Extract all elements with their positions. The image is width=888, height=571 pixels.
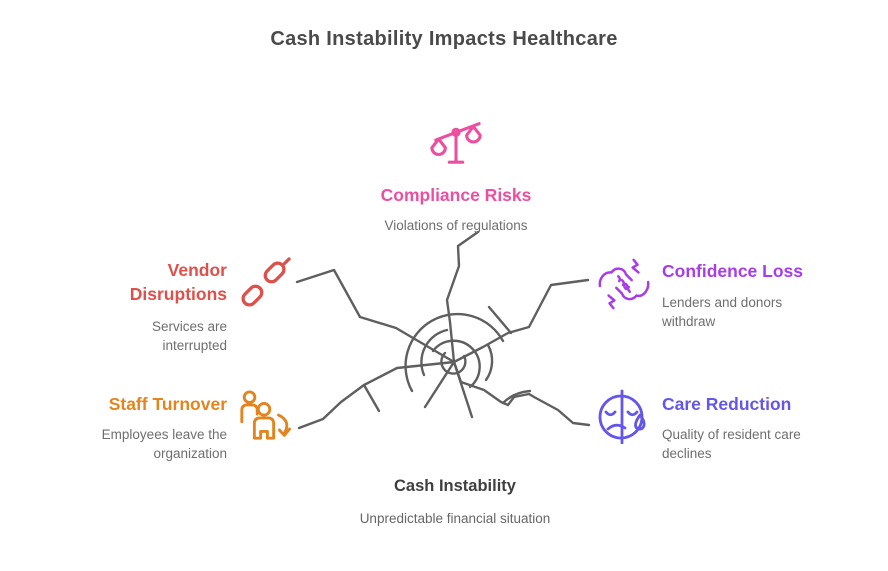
node-title-vendor-disruptions: Vendor Disruptions bbox=[129, 260, 227, 304]
web-arm-downleft bbox=[423, 360, 456, 409]
web-arc-big bbox=[404, 312, 505, 393]
node-description-care-reduction: Quality of resident care declines bbox=[662, 427, 801, 461]
web-arm-confidence bbox=[452, 278, 590, 364]
web-arm-vendor bbox=[295, 268, 456, 364]
node-title-compliance-risks: Compliance Risks bbox=[380, 185, 532, 205]
node-description-compliance-risks: Violations of regulations bbox=[384, 218, 528, 233]
web-arm-care-double bbox=[501, 389, 532, 405]
broken-chain-icon bbox=[237, 257, 291, 311]
node-description-confidence-loss: Lenders and donors withdraw bbox=[662, 295, 783, 329]
node-description-vendor-disruptions: Services are interrupted bbox=[151, 319, 227, 353]
people-down-arrow-icon bbox=[236, 389, 292, 443]
web-arm-top bbox=[445, 230, 480, 364]
web-arc-mid-right bbox=[484, 343, 494, 382]
web-arm-staff-branch bbox=[362, 383, 381, 413]
web-arc-mid-left bbox=[420, 328, 449, 377]
center-node-description: Unpredictable financial situation bbox=[359, 511, 551, 526]
node-title-confidence-loss: Confidence Loss bbox=[662, 261, 803, 281]
center-node-label: Cash Instability bbox=[394, 477, 516, 495]
balance-scale-icon bbox=[429, 114, 483, 168]
node-title-care-reduction: Care Reduction bbox=[662, 394, 792, 414]
broken-handshake-icon bbox=[596, 257, 652, 311]
node-title-staff-turnover: Staff Turnover bbox=[108, 394, 227, 414]
web-arc-small bbox=[431, 339, 481, 389]
web-arm-staff bbox=[297, 360, 456, 430]
web-arm-down bbox=[452, 360, 474, 419]
page-title: Cash Instability Impacts Healthcare bbox=[270, 28, 618, 50]
node-description-staff-turnover: Employees leave the organization bbox=[101, 427, 227, 461]
web-arm-care bbox=[452, 360, 591, 427]
web-arc-tiny bbox=[440, 351, 467, 375]
sad-face-teardrop-icon bbox=[595, 388, 651, 444]
web-arm-confidence-spur bbox=[487, 305, 513, 335]
